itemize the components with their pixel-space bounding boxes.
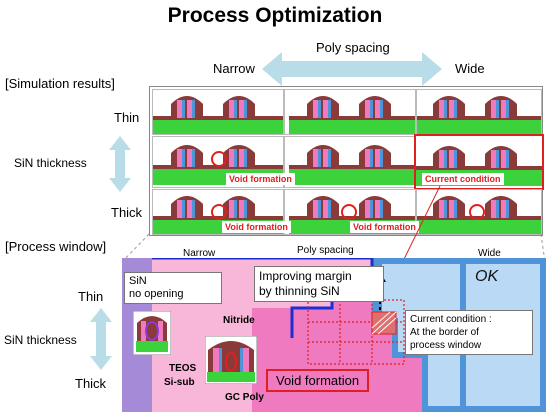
sim-cell-thin-narrow [152,89,284,135]
pw-vertical-arrow [90,308,112,370]
poly-spacing-arrow [262,52,442,86]
sim-wide-label: Wide [455,61,485,76]
sim-current-condition-label: Current condition [422,173,504,185]
sim-void-formation-label-2: Void formation [222,221,291,233]
sim-cell-thin-mid [284,89,416,135]
sim-section-header: [Simulation results] [5,76,115,91]
pw-no-opening-inset [133,311,171,355]
pw-thick-label: Thick [75,376,107,391]
pw-current-condition-callout: Current condition : At the border of pro… [405,310,533,355]
pw-void-inset [205,336,257,384]
sim-void-formation-label-3: Void formation [350,221,419,233]
page-title: Process Optimization [167,4,383,27]
pw-teos-label: TEOS [169,363,197,374]
pw-thin-label: Thin [78,289,104,304]
pw-sin-no-opening-callout: SiN no opening [124,272,222,304]
pw-ok-label: OK [475,268,499,285]
sim-thick-label: Thick [111,205,143,220]
pw-improving-margin-callout: Improving margin by thinning SiN [254,266,384,302]
sim-sin-thickness-label: SiN thickness [14,156,87,170]
sim-cell-thick-wide [416,189,542,235]
pw-void-formation-label: Void formation [266,369,370,392]
sim-void-formation-label-1: Void formation [226,173,295,185]
sim-cell-thin-wide [416,89,542,135]
sim-spacing-label: Poly spacing [316,40,390,55]
sim-narrow-label: Narrow [213,61,255,76]
sim-vertical-arrow [109,136,131,192]
pw-section-header: [Process window] [5,239,107,254]
pw-si-sub-label: Si-sub [164,377,195,388]
pw-gc-poly-label: GC Poly [225,392,264,403]
pw-nitride-label: Nitride [223,315,255,326]
pw-spacing-label: Poly spacing [297,245,354,256]
pw-narrow-label: Narrow [183,248,216,259]
pw-wide-label: Wide [478,248,501,259]
pw-sin-thickness-label: SiN thickness [4,333,77,347]
sim-thin-label: Thin [114,110,140,125]
